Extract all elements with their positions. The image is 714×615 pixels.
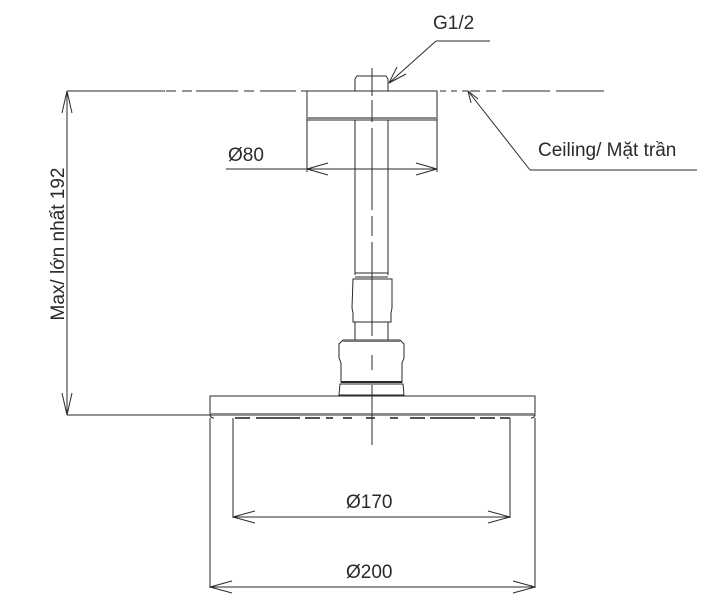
flange-diameter-label: Ø80 xyxy=(228,145,264,166)
inner-diameter-label: Ø170 xyxy=(346,492,393,513)
outer-diameter-label: Ø200 xyxy=(346,562,393,583)
flange-diameter-dimension xyxy=(226,162,438,176)
thread-size-label: G1/2 xyxy=(433,13,475,34)
outer-diameter-dimension xyxy=(209,418,536,594)
connector-nut xyxy=(338,278,405,396)
thread-leader xyxy=(388,40,490,84)
inner-diameter-dimension xyxy=(232,418,511,524)
height-dimension xyxy=(61,90,210,416)
max-height-label: Max/ lớn nhất 192 xyxy=(48,167,69,321)
ceiling-label: Ceiling/ Mặt trần xyxy=(538,140,677,161)
ceiling-leader xyxy=(467,90,697,171)
